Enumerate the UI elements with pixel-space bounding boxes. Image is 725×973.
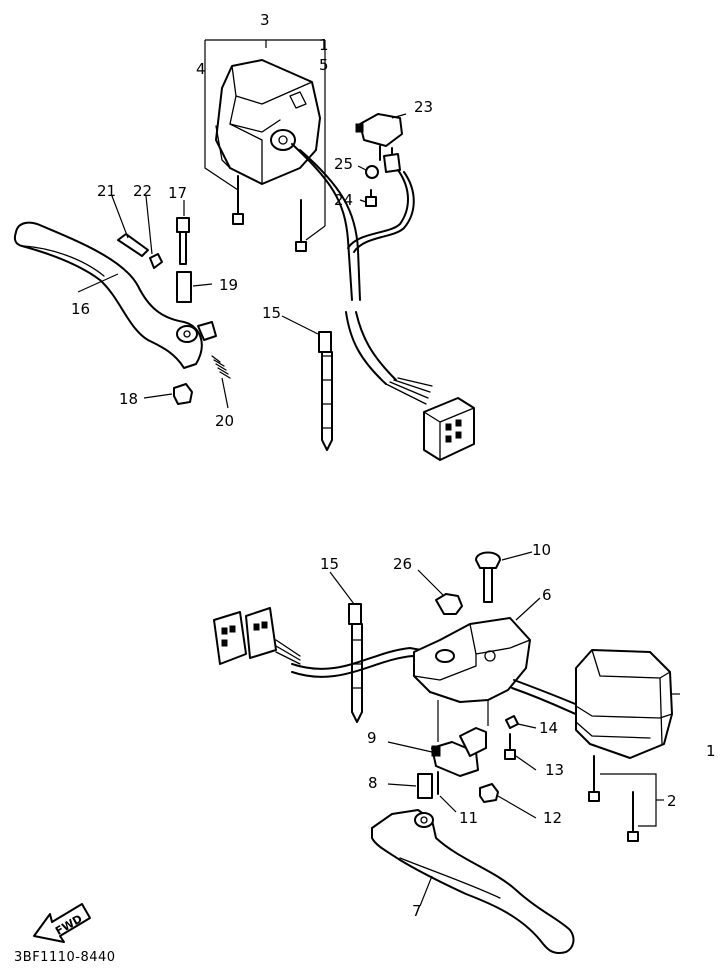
- brake-lever-holder-6: [413, 617, 531, 703]
- callout-7: 7: [412, 902, 422, 920]
- tie-band-15-lower: [348, 603, 363, 723]
- callout-22: 22: [133, 182, 152, 200]
- callout-24: 24: [334, 191, 353, 209]
- callout-4: 4: [196, 60, 206, 78]
- clutch-lever-16: [13, 221, 217, 369]
- callout-3: 3: [260, 11, 270, 29]
- callout-15-upper: 15: [262, 304, 281, 322]
- callout-20: 20: [215, 412, 234, 430]
- callout-2: 2: [667, 792, 677, 810]
- callout-12: 12: [543, 809, 562, 827]
- washer-25: [365, 165, 379, 179]
- tie-band-15: [318, 331, 333, 451]
- callout-26: 26: [393, 555, 412, 573]
- left-switch-box: [215, 59, 321, 185]
- callout-16: 16: [71, 300, 90, 318]
- screw-13: [504, 733, 516, 760]
- callout-23: 23: [414, 98, 433, 116]
- nut-14: [505, 715, 519, 729]
- cap-18: [173, 383, 193, 405]
- bolt-17: [176, 217, 190, 265]
- screw-10: [475, 551, 501, 603]
- callout-14: 14: [539, 719, 558, 737]
- spring-20: [211, 355, 231, 379]
- right-switch-box: [575, 649, 673, 759]
- callout-1-upper: 1: [319, 36, 329, 54]
- clutch-switch-23: [355, 113, 403, 173]
- callout-11: 11: [459, 809, 478, 827]
- cap-12: [479, 783, 499, 803]
- screw-4: [232, 175, 244, 225]
- callout-19: 19: [219, 276, 238, 294]
- screw-24: [365, 189, 377, 207]
- screw-2a: [588, 755, 600, 802]
- callout-15-lower: 15: [320, 555, 339, 573]
- lower-assembly: [213, 551, 680, 954]
- callout-1-lower: 1: [706, 742, 716, 760]
- brake-switch-9: [431, 727, 487, 777]
- callout-10: 10: [532, 541, 551, 559]
- screw-2b: [627, 791, 639, 842]
- collar-19: [176, 271, 192, 303]
- figure-code: 3BF1110-8440: [14, 950, 116, 965]
- callout-25: 25: [334, 155, 353, 173]
- callout-9: 9: [367, 729, 377, 747]
- callout-5: 5: [319, 56, 329, 74]
- bolt-21: [117, 233, 149, 257]
- fwd-arrow: FWD: [33, 903, 91, 943]
- brake-lever-7: [371, 809, 575, 954]
- nut-22: [149, 253, 163, 269]
- lower-harness-connector: [213, 607, 277, 665]
- callout-8: 8: [368, 774, 378, 792]
- upper-assembly: [13, 39, 475, 461]
- callout-labels: 3 4 1 5 23 25 24 21 22 17 19 16 15 18 20…: [71, 11, 716, 920]
- callout-13: 13: [545, 761, 564, 779]
- screw-5: [295, 199, 307, 252]
- cap-26: [435, 593, 463, 615]
- callout-18: 18: [119, 390, 138, 408]
- callout-21: 21: [97, 182, 116, 200]
- harness-connector: [423, 397, 475, 461]
- callout-17: 17: [168, 184, 187, 202]
- callout-6: 6: [542, 586, 552, 604]
- collar-8: [417, 773, 433, 799]
